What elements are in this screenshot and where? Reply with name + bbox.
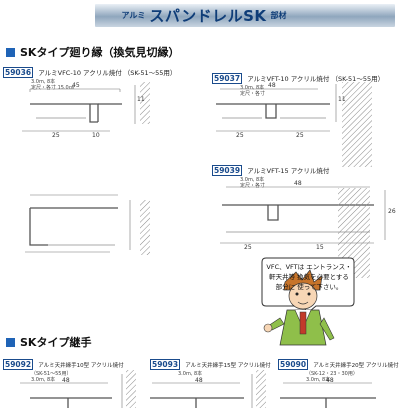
product-59090: 59090 アルミ天井縁手20型 アクリル焼付 （SK-12・23・30用） 3… [278,352,399,383]
header-suffix: 部材 [270,11,287,20]
section1-title: SKタイプ廻り縁（換気見切縁） [6,44,179,60]
bubble-text: VFC、VFTは エントランス・軒天井等 換気を必要とする部分に 使って下さい。 [266,263,352,291]
product-info: 3.0m, 8本 [178,371,203,377]
product-info: 3.0m, 8本 [240,177,265,183]
section-marker-icon [6,47,15,57]
product-name: アルミVFT-15 アクリル焼付 [247,167,330,175]
dim-side: 11 [338,96,346,103]
profile-drawing-59092-alt [25,194,150,255]
product-info: 3.0m, 8本 [306,377,331,383]
product-info: 3.0m, 8本 [31,79,56,85]
product-name: アルミVFC-10 アクリル焼付 （SK-51～55用） [38,69,177,77]
dim-side: 11 [137,96,145,103]
product-info: 定尺・各寸 15.0㎝ [31,85,74,91]
dim-left: 25 [244,244,252,251]
product-code: 59036 [3,67,34,78]
dim-top: 45 [72,82,80,89]
header-band [95,4,395,27]
product-name: アルミ天井縁手15型 アクリル焼付 [185,363,271,369]
dim-top: 48 [294,180,302,187]
header-title: スパンドレルSK [149,7,267,25]
dim-right: 15 [316,244,324,251]
profile-drawing-59090 [280,382,376,408]
dim-left: 25 [236,132,244,139]
product-code: 59090 [278,359,309,370]
product-code: 59092 [3,359,34,370]
dim-side: 26 [388,208,396,215]
product-59037: 59037 アルミVFT-10 アクリル焼付 （SK-51～55用） 3.0m,… [212,66,384,97]
dim-top: 48 [326,377,334,384]
mascot-character [263,269,335,346]
product-59093: 59093 アルミ天井縁手15型 アクリル焼付 3.0m, 8本 [150,352,271,377]
dim-top: 48 [62,377,70,384]
product-59036: 59036 アルミVFC-10 アクリル焼付 （SK-51～55用） 3.0m,… [3,60,176,91]
product-59092: 59092 アルミ天井縁手10型 アクリル焼付 （SK-51～55用） 3.0m… [3,352,124,383]
header-prefix: アルミ [121,11,146,20]
product-name: アルミ天井縁手10型 アクリル焼付 [38,363,124,369]
profile-drawing-59092 [20,370,136,408]
product-info: 3.0m, 8本 [31,377,56,383]
profile-drawing-59093 [150,370,266,408]
dim-top: 48 [195,377,203,384]
product-info: （SK-51～55用） [31,371,72,377]
product-info: 定尺・各寸 [240,183,266,189]
profile-drawing-59037 [216,82,372,167]
section2-title: SKタイプ継手 [6,334,91,350]
dim-mid: 10 [92,132,100,139]
profile-drawing-59036 [22,82,150,132]
product-info: 定尺・各寸 [240,91,266,97]
section-marker-icon [6,337,15,347]
header: アルミ スパンドレルSK 部材 [0,4,408,27]
dim-top: 48 [268,82,276,89]
product-name: アルミ天井縁手20型 アクリル焼付 [313,363,399,369]
product-name: アルミVFT-10 アクリル焼付 （SK-51～55用） [247,75,385,83]
product-code: 59039 [212,165,243,176]
product-59039: 59039 アルミVFT-15 アクリル焼付 3.0m, 8本 定尺・各寸 [212,158,329,189]
product-info: 3.0m, 8本 [240,85,265,91]
product-info: （SK-12・23・30用） [306,371,358,377]
product-code: 59037 [212,73,243,84]
dim-right: 25 [296,132,304,139]
product-code: 59093 [150,359,181,370]
dim-left: 25 [52,132,60,139]
